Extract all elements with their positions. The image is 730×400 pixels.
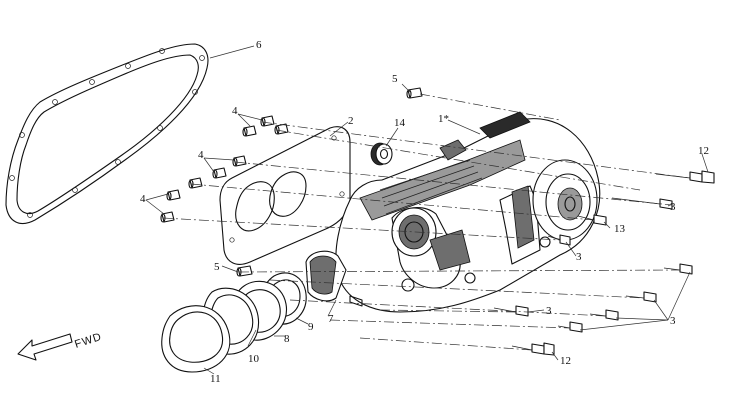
bolt-3-r2 <box>663 263 693 275</box>
leader-lines <box>145 45 709 375</box>
bolts-part-4 <box>160 115 289 223</box>
callout-3-right-upper: 3 <box>670 201 676 213</box>
bolt-4-a <box>260 115 275 127</box>
callout-12-upper: 12 <box>698 145 709 157</box>
bolt-12-lower <box>511 342 555 356</box>
bolt-4-d <box>232 155 247 167</box>
callout-1: 1* <box>438 113 449 125</box>
main-cover-part-1 <box>335 111 601 313</box>
bolt-4-e <box>212 167 227 179</box>
bolt-13 <box>577 214 607 226</box>
callout-4-bottom: 4 <box>140 193 146 205</box>
bolt-3-r4 <box>589 309 619 321</box>
bolts-part-3-12-13 <box>493 170 715 356</box>
bolt-3-r5 <box>557 321 583 333</box>
bolt-4-f <box>188 177 203 189</box>
callout-4-top: 4 <box>232 105 238 117</box>
intake-tube-part-7 <box>305 250 347 302</box>
dowel-part-5-lower <box>236 265 253 277</box>
callout-9: 9 <box>308 321 314 333</box>
callout-13: 13 <box>614 223 626 235</box>
callout-3-right-lower: 3 <box>670 315 676 327</box>
assembly-center-lines <box>162 93 691 351</box>
callout-12-lower: 12 <box>560 355 571 367</box>
callout-7: 7 <box>328 313 334 325</box>
forward-direction-arrow-icon <box>17 333 73 361</box>
callout-8: 8 <box>284 333 290 345</box>
callout-3-lower: 3 <box>546 305 552 317</box>
forward-direction-label: FWD <box>73 331 103 351</box>
bolt-4-h <box>160 211 175 223</box>
callout-5-upper: 5 <box>392 73 398 85</box>
callout-10: 10 <box>248 353 260 365</box>
plate-part-2 <box>219 126 351 265</box>
callout-3-middle: 3 <box>576 251 582 263</box>
bolt-4-g <box>166 189 181 201</box>
callout-5-lower: 5 <box>214 261 220 273</box>
dowel-part-5-upper <box>406 87 423 99</box>
callout-labels: 6 2 1* 5 14 4 4 4 5 12 3 13 3 3 3 12 7 9… <box>140 39 709 385</box>
bolt-12-upper <box>655 170 715 184</box>
callout-4-middle: 4 <box>198 149 204 161</box>
callout-6: 6 <box>256 39 262 51</box>
callout-11: 11 <box>210 373 221 385</box>
bolt-4-b <box>242 125 257 137</box>
callout-2: 2 <box>348 115 354 127</box>
filter-cap-part-11 <box>161 305 231 373</box>
gasket-part-6 <box>5 43 209 224</box>
bolt-3-r3 <box>625 291 657 303</box>
bolt-3-mid <box>547 234 571 246</box>
bearing-part-14 <box>370 142 393 166</box>
callout-14: 14 <box>394 117 406 129</box>
bolt-4-c <box>274 123 289 135</box>
